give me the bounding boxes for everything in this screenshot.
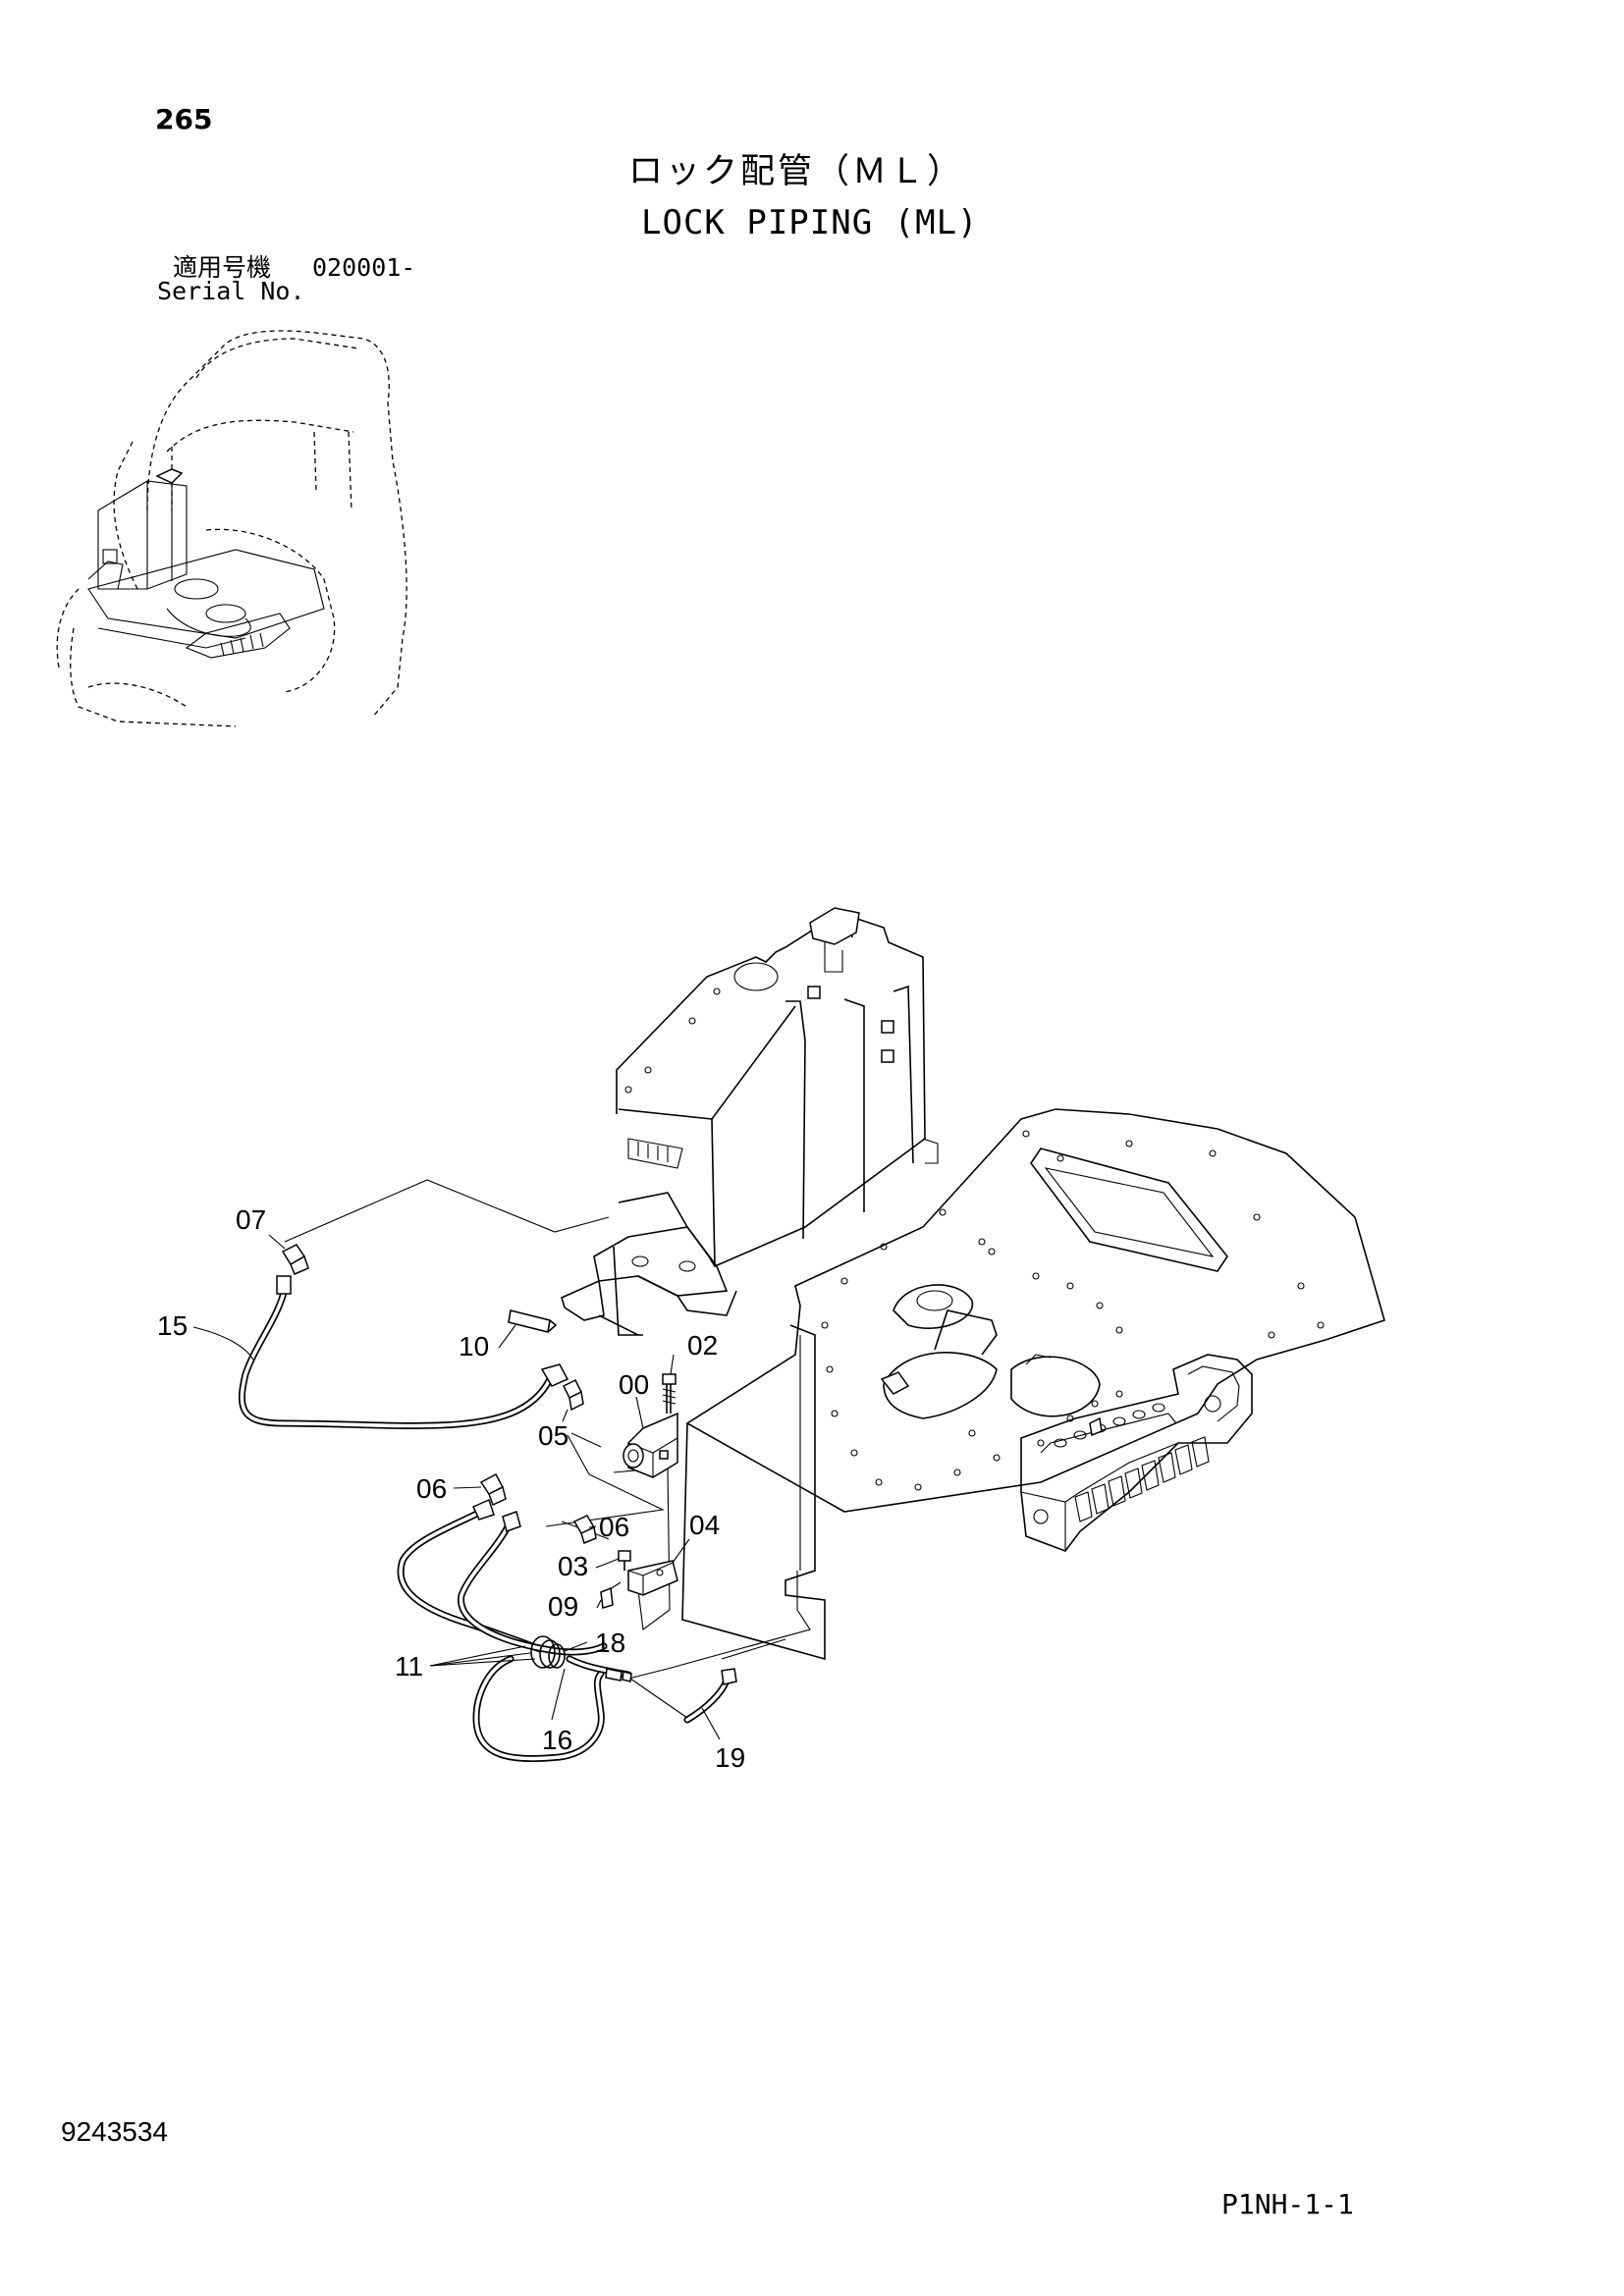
valve-spools (1074, 1436, 1210, 1522)
part-07-fitting (281, 1244, 309, 1275)
callout-00: 00 (619, 1369, 649, 1400)
callout-05: 05 (538, 1420, 568, 1451)
diagram-title-japanese: ロック配管（ＭＬ） (628, 152, 965, 191)
callout-15: 15 (157, 1310, 188, 1341)
callout-18: 18 (595, 1628, 625, 1658)
callout-07: 07 (236, 1204, 266, 1235)
serial-label-japanese: 適用号機 (173, 253, 272, 282)
callout-19: 19 (715, 1742, 745, 1773)
floor-plate (681, 1108, 1385, 1661)
floor-bolt-holes (821, 1130, 1325, 1491)
part-00-solenoid-valve (623, 1412, 678, 1478)
machine-overview-thumbnail (56, 330, 407, 727)
part-18-band (530, 1635, 566, 1669)
part-06-fitting-lower (572, 1515, 597, 1545)
console-stand (561, 907, 939, 1336)
serial-number-value: 020001- (312, 253, 416, 282)
callout-03: 03 (558, 1551, 588, 1581)
part-03-bolt (618, 1550, 631, 1571)
part-02-bolt (662, 1373, 677, 1414)
callout-06-upper: 06 (416, 1473, 447, 1504)
part-05-fitting (562, 1378, 584, 1412)
callout-leaders (192, 1234, 721, 1740)
part-11-hoses (397, 1498, 608, 1656)
callout-06-lower: 06 (599, 1512, 629, 1542)
callout-04: 04 (689, 1510, 720, 1540)
callout-labels: 07 15 10 02 00 05 06 06 04 03 09 11 18 1… (157, 1204, 745, 1773)
diagram-title-english: LOCK PIPING (ML) (641, 203, 979, 242)
document-number: 9243534 (61, 2116, 169, 2147)
part-06-fitting-upper (479, 1472, 507, 1507)
callout-02: 02 (687, 1330, 718, 1361)
part-04-bracket (627, 1560, 678, 1596)
callout-11: 11 (395, 1651, 423, 1682)
part-10-pin (508, 1309, 558, 1333)
part-15-hose (238, 1275, 569, 1429)
callout-10: 10 (459, 1331, 489, 1362)
part-19-hose (566, 1655, 737, 1724)
page-code: P1NH-1-1 (1221, 2188, 1354, 2220)
callout-09: 09 (548, 1591, 578, 1622)
callout-16: 16 (542, 1725, 572, 1755)
page-number: 265 (155, 103, 213, 135)
part-16-hose (472, 1655, 605, 1763)
part-09-clip (600, 1586, 614, 1609)
serial-label-english: Serial No. (157, 277, 305, 305)
control-valve (1020, 1354, 1253, 1552)
